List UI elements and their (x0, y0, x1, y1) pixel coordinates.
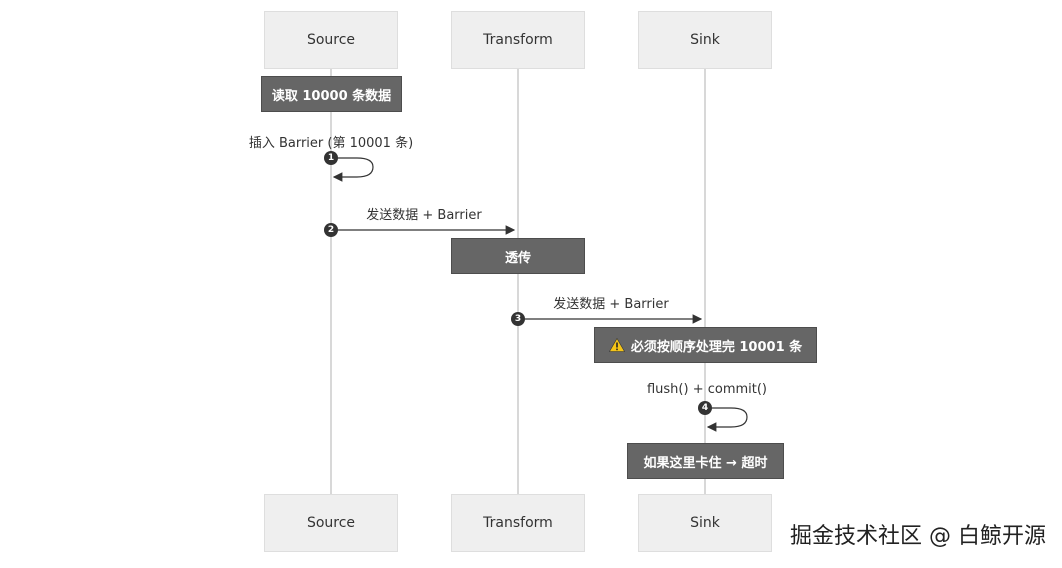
participant-source-bottom: Source (264, 494, 398, 552)
participant-sink-bottom: Sink (638, 494, 772, 552)
message-label-2: 发送数据 + Barrier (366, 208, 482, 223)
participant-label: Sink (690, 515, 720, 531)
watermark: 掘金技术社区 @ 白鲸开源 (790, 524, 1046, 549)
self-arrow-1 (331, 157, 374, 182)
note-text: 必须按顺序处理完 10001 条 (630, 339, 803, 355)
note-text: 透传 (504, 250, 531, 266)
self-arrow-4 (705, 407, 748, 432)
step-badge-4: 4 (698, 401, 712, 415)
participant-transform-top: Transform (451, 11, 585, 69)
note-text: 如果这里卡住 → 超时 (643, 455, 768, 471)
participant-label: Sink (690, 32, 720, 48)
message-label-1: 插入 Barrier (第 10001 条) (248, 136, 414, 151)
step-badge-1: 1 (324, 151, 338, 165)
note-must-process: 必须按顺序处理完 10001 条 (594, 327, 817, 363)
note-text: 读取 10000 条数据 (271, 88, 392, 104)
participant-label: Source (306, 515, 356, 531)
participant-label: Transform (483, 32, 553, 48)
note-passthrough: 透传 (451, 238, 585, 274)
participant-label: Source (306, 32, 356, 48)
participant-source-top: Source (264, 11, 398, 69)
message-label-4: flush() + commit() (646, 382, 768, 397)
note-timeout: 如果这里卡住 → 超时 (627, 443, 784, 479)
participant-transform-bottom: Transform (451, 494, 585, 552)
warning-icon (608, 337, 625, 352)
step-badge-2: 2 (324, 223, 338, 237)
participant-label: Transform (483, 515, 553, 531)
participant-sink-top: Sink (638, 11, 772, 69)
step-badge-3: 3 (511, 312, 525, 326)
message-label-3: 发送数据 + Barrier (553, 297, 669, 312)
note-read-data: 读取 10000 条数据 (261, 76, 402, 112)
